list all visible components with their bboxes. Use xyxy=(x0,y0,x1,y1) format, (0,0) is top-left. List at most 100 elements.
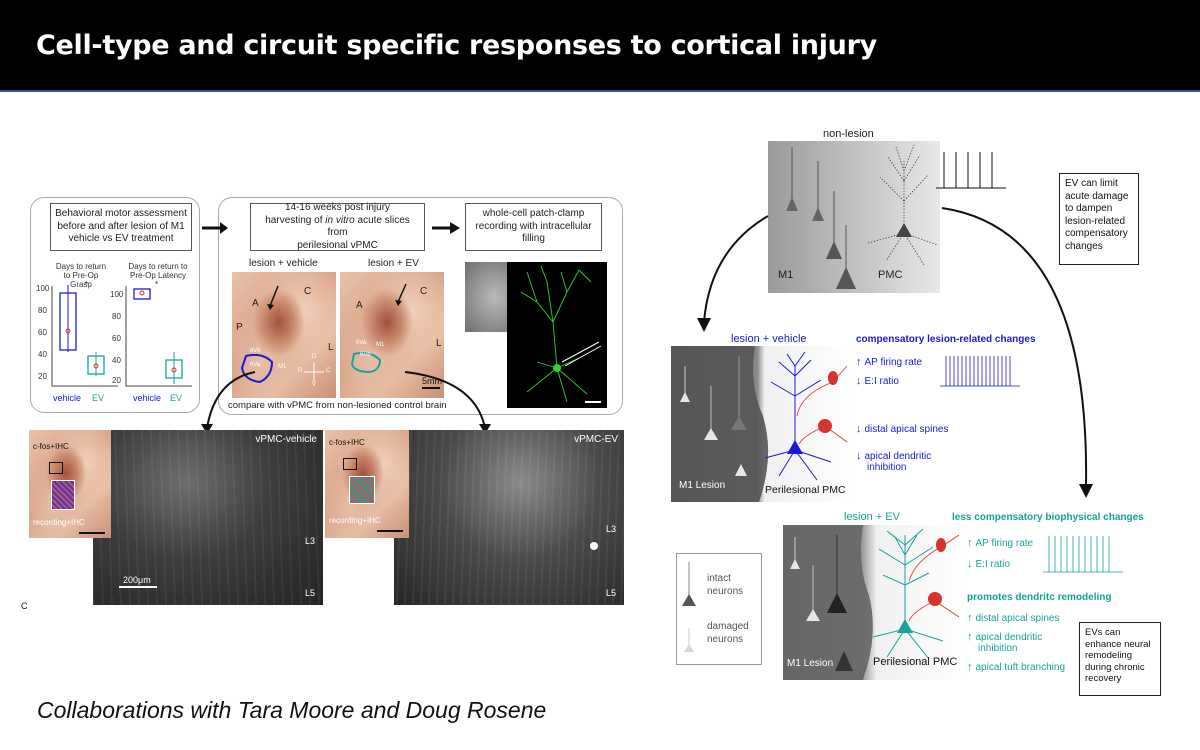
cfos-vehicle-scale xyxy=(79,532,105,534)
vehicle-L5: L5 xyxy=(304,588,315,598)
m1-lesion-label: M1 Lesion xyxy=(679,480,726,491)
ev-apical-inhib-line1: apical dendritic xyxy=(975,632,1043,643)
compass-C: C xyxy=(326,368,331,374)
vehicle-interneuron-axon xyxy=(796,365,848,445)
up-arrow-icon: ↑ xyxy=(967,631,973,643)
plot1-ev-box xyxy=(87,355,105,375)
m1-label: M1 xyxy=(778,269,794,281)
plot1-tick-80: 80 xyxy=(38,306,47,315)
less-compensatory-heading: less compensatory biophysical changes xyxy=(952,512,1144,523)
m1-neuron-2 xyxy=(812,207,824,221)
vehicle-L3: L3 xyxy=(304,536,315,546)
up-arrow-icon: ↑ xyxy=(967,537,973,549)
weeks-line2-a: harvesting of xyxy=(265,214,326,226)
cfos-ev-label: c-fos+IHC xyxy=(329,438,365,447)
ev-label-A: A xyxy=(356,300,363,311)
ev-lesion-boundary xyxy=(783,525,873,680)
ev-bright-spot xyxy=(590,542,598,550)
plot1-title: Days to return to Pre-Op Grasp xyxy=(55,262,107,289)
pipette xyxy=(561,341,602,367)
ev-pyramidal-soma xyxy=(897,619,913,633)
branch-arrows xyxy=(697,207,1093,498)
ev-interneuron-axon xyxy=(908,534,960,622)
m1-lesion-ev-label: M1 Lesion xyxy=(787,658,834,669)
vehicle-compass xyxy=(304,362,324,382)
weeks-box: 14-16 weeks post injury harvesting of in… xyxy=(250,202,425,251)
ev-intact-2 xyxy=(835,651,853,671)
vehicle-label-6Vb: 6Vb xyxy=(250,348,261,354)
vehicle-damaged-2 xyxy=(704,428,718,440)
recording-vehicle-box xyxy=(51,480,75,510)
compare-arrows xyxy=(201,371,491,434)
vehicle-ei-ratio-text: E:I ratio xyxy=(864,376,899,387)
behavior-box: Behavioral motor assessment before and a… xyxy=(50,203,192,251)
up-arrow-icon: ↑ xyxy=(967,612,973,624)
lesion-ev-panel: M1 Lesion Perilesional PMC xyxy=(783,525,963,680)
lesion-vehicle-panel: M1 Lesion Perilesional PMC xyxy=(671,346,851,502)
vehicle-damaged-3 xyxy=(735,464,747,476)
vehicle-ei-ratio: ↓E:I ratio xyxy=(856,376,899,388)
compare-arrowhead-left xyxy=(201,424,213,434)
plot2-ev-mean xyxy=(171,367,177,373)
plot1-axes xyxy=(51,286,118,387)
filled-neuron-image xyxy=(507,262,607,408)
plot1-tick-100: 100 xyxy=(36,284,50,293)
vehicle-interneuron-1 xyxy=(828,371,838,385)
down-arrow-icon: ↓ xyxy=(967,558,973,570)
cfos-ev-box xyxy=(343,458,357,470)
recording-ev-box xyxy=(349,476,375,504)
plot2-axes xyxy=(125,286,192,387)
compass-D: D xyxy=(312,354,317,360)
weeks-box-line1: 14-16 weeks post injury xyxy=(284,202,391,213)
vehicle-outline xyxy=(240,353,274,384)
scale-200um-label: 200μm xyxy=(123,575,151,585)
vehicle-apical-inhib: ↓apical dendritic inhibition xyxy=(856,450,931,474)
non-lesion-panel: M1 PMC xyxy=(768,141,940,293)
plot2-tick-80: 80 xyxy=(112,312,121,321)
non-lesion-label: non-lesion xyxy=(823,128,874,140)
branch-arrow-right xyxy=(941,207,1088,487)
legend-intact-label: intact neurons xyxy=(707,572,743,598)
pmc-neuron-basal xyxy=(867,232,939,266)
up-arrow-icon: ↑ xyxy=(856,356,862,368)
perilesional-pmc-ev-label: Perilesional PMC xyxy=(873,656,958,668)
ev-ap-rate-text: AP firing rate xyxy=(975,538,1034,549)
ev-limit-box: EV can limit acute damage to dampen lesi… xyxy=(1059,173,1139,265)
plot2-vehicle-box xyxy=(133,288,151,300)
boxplot-chart: * * xyxy=(51,280,192,387)
compass-V: V xyxy=(312,382,317,388)
perilesional-pmc-label: Perilesional PMC xyxy=(765,484,846,496)
non-lesion-trace xyxy=(936,152,1006,189)
vehicle-ap-rate-text: AP firing rate xyxy=(864,357,923,368)
plot2-tick-60: 60 xyxy=(112,334,121,343)
plot2-title: Days to return to Pre-Op Latency xyxy=(128,262,188,280)
ev-damaged-1 xyxy=(790,559,800,569)
vehicle-pyramidal-basal xyxy=(764,449,832,481)
compare-arrowhead-right xyxy=(479,424,491,434)
patch-box-text: whole-cell patch-clamp recording with in… xyxy=(475,208,592,245)
filled-neuron-svg xyxy=(520,265,602,403)
ev-enhance-text: EVs can enhance neural remodeling during… xyxy=(1085,627,1151,684)
plot1-x-ev: EV xyxy=(92,393,105,403)
pmc-label: PMC xyxy=(878,269,903,281)
scale-200um-bar xyxy=(119,586,157,588)
vehicle-ap-trace xyxy=(940,356,1020,387)
cfos-vehicle-photo: c-fos+IHC recording+IHC xyxy=(29,430,111,538)
neuron-soma xyxy=(553,364,561,372)
legend-damaged-label: damaged neurons xyxy=(707,620,749,646)
vpmc-vehicle-micrograph: vPMC-vehicle L3 L5 200μm xyxy=(93,430,323,605)
flow-arrows xyxy=(202,222,460,234)
vehicle-label-P: P xyxy=(236,322,243,333)
behavior-box-text: Behavioral motor assessment before and a… xyxy=(55,208,187,245)
ev-label-C: C xyxy=(420,286,428,297)
plot2-vehicle-mean xyxy=(139,290,145,296)
vehicle-damaged-1 xyxy=(680,392,690,402)
branch-arrowhead-left xyxy=(697,318,711,332)
neuron-legend: intact neurons damaged neurons xyxy=(676,553,762,665)
down-arrow-icon: ↓ xyxy=(856,450,862,462)
vehicle-pyramidal-apical xyxy=(770,351,822,446)
vehicle-ap-rate: ↑AP firing rate xyxy=(856,356,923,369)
ev-label-6Va: 6Va xyxy=(356,340,367,346)
vehicle-pyramidal-soma xyxy=(787,440,803,454)
weeks-line2-italic: in vitro xyxy=(325,214,355,226)
